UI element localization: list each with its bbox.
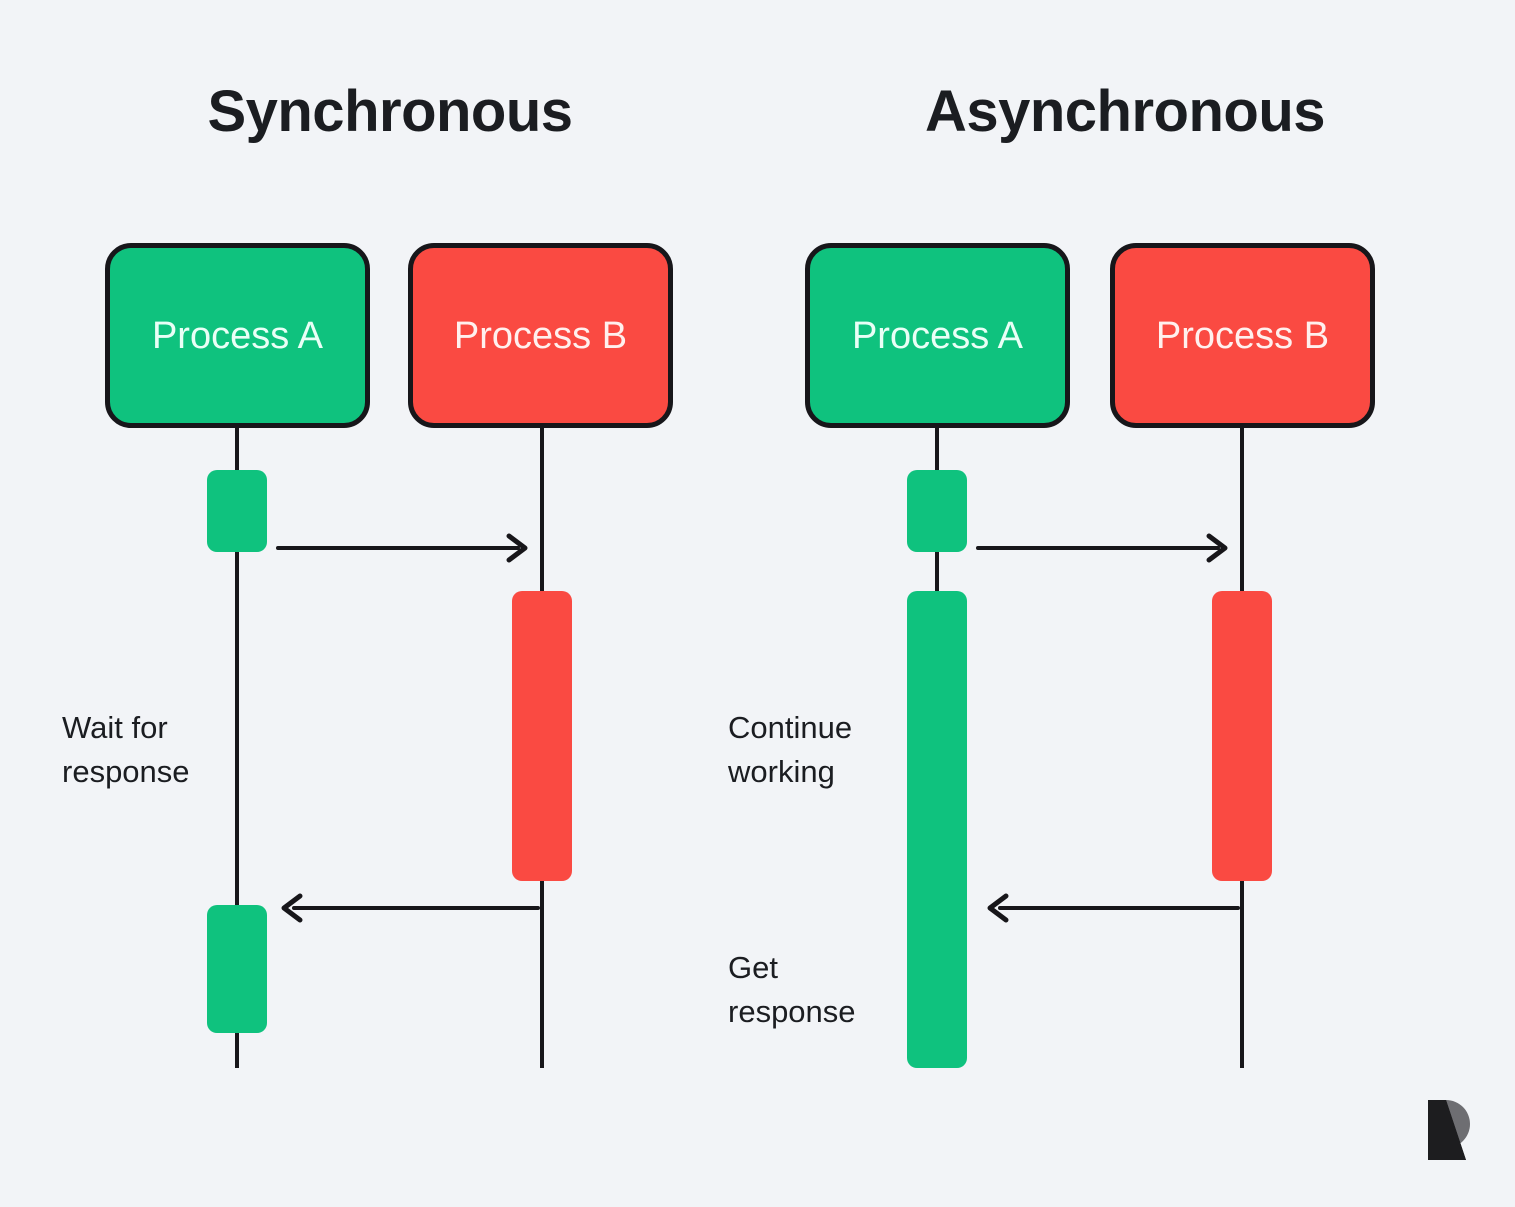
note-wait-for-response: Wait for response <box>62 710 190 790</box>
sync-activation-b-processing <box>512 591 572 881</box>
async-process-b-label: Process B <box>1155 314 1330 357</box>
sync-process-a-label: Process A <box>151 314 324 357</box>
sync-process-b-label: Process B <box>453 314 628 357</box>
async-process-a-label: Process A <box>851 314 1024 357</box>
async-request-arrow-line <box>976 546 1220 550</box>
async-response-arrow-head <box>982 893 1012 923</box>
async-activation-a-request <box>907 470 967 552</box>
sync-response-arrow-line <box>292 906 540 910</box>
note-get-response: Get response <box>728 950 856 1030</box>
sync-process-a-box[interactable]: Process A <box>105 243 370 428</box>
async-request-arrow-head <box>1203 533 1233 563</box>
sync-process-b-box[interactable]: Process B <box>408 243 673 428</box>
async-activation-a-continue <box>907 591 967 1068</box>
sync-response-arrow-head <box>276 893 306 923</box>
brand-logo <box>1420 1098 1476 1162</box>
panel-title-asynchronous: Asynchronous <box>924 79 1326 144</box>
sync-request-arrow-line <box>276 546 520 550</box>
lifeline-sync-process-a <box>235 425 239 1068</box>
async-activation-b-processing <box>1212 591 1272 881</box>
async-process-b-box[interactable]: Process B <box>1110 243 1375 428</box>
sync-activation-a-request <box>207 470 267 552</box>
sync-request-arrow-head <box>503 533 533 563</box>
panel-title-synchronous: Synchronous <box>207 79 573 144</box>
async-process-a-box[interactable]: Process A <box>805 243 1070 428</box>
sync-activation-a-response <box>207 905 267 1033</box>
async-response-arrow-line <box>998 906 1240 910</box>
note-continue-working: Continue working <box>728 710 853 790</box>
